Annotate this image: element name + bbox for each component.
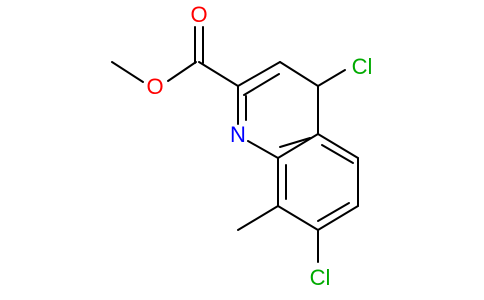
ring-nitrogen-label: N <box>230 122 246 147</box>
ester-oxygen-label: O <box>146 74 163 99</box>
bond-c4a-c5 <box>317 133 359 159</box>
bond-c4-cl <box>317 69 346 87</box>
bond-c7-c8 <box>277 205 319 231</box>
chlorine-c7-label: Cl <box>310 265 331 290</box>
atom-labels: O O N Cl Cl <box>146 2 372 290</box>
carbonyl-oxygen-label: O <box>190 2 207 27</box>
bond-c6-c7-inner <box>317 202 350 222</box>
bond-carbonyl-c2 <box>198 61 239 87</box>
bond-c3-c4 <box>279 61 319 87</box>
bond-methoxy-methyl <box>111 61 144 83</box>
chlorine-c4-label: Cl <box>352 54 373 79</box>
bond-c8a-n <box>247 140 279 159</box>
bond-c4a-c8a <box>277 133 319 159</box>
bond-c8-methyl <box>237 205 279 231</box>
bond-c2-c3 <box>237 61 281 87</box>
bond-c6-c7 <box>317 205 359 231</box>
bond-c2-c3-inner <box>243 73 280 96</box>
bond-lines <box>111 26 359 263</box>
bond-ester-oxygen-carbonyl <box>167 61 197 82</box>
bond-c4a-c8a-inner <box>279 137 311 148</box>
bond-c4a-c5-inner <box>321 144 354 164</box>
